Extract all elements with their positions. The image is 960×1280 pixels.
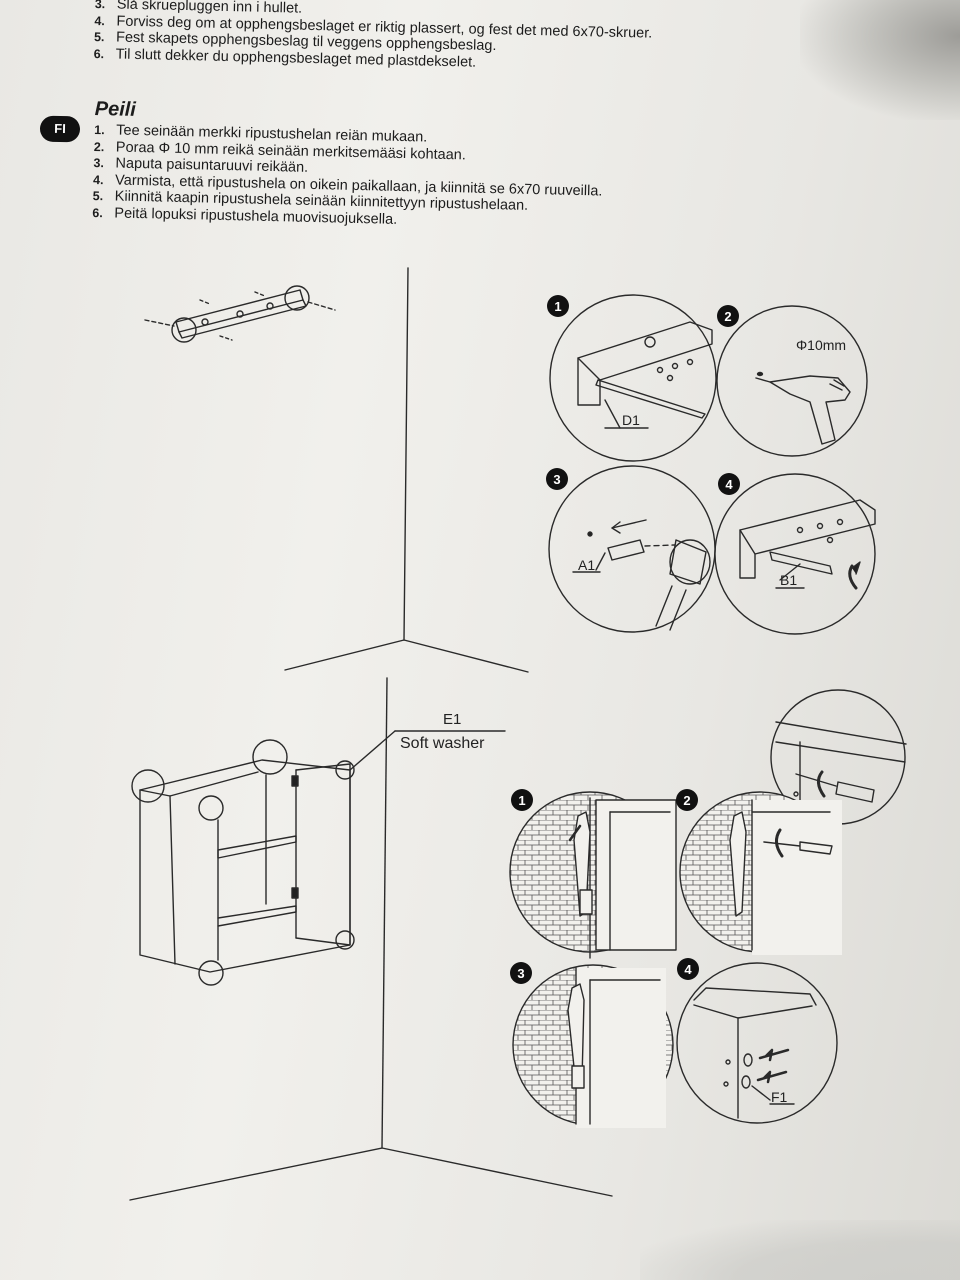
wall-corner-bottom: [129, 677, 613, 1201]
label-d1: D1: [622, 412, 640, 428]
bottom-step-3-badge: 3: [510, 962, 532, 984]
step-number: 3: [517, 966, 524, 981]
callout-text: Soft washer: [400, 735, 485, 752]
bottom-step-1: [509, 791, 677, 959]
bottom-step-2-badge: 2: [676, 789, 698, 811]
bottom-step-4-badge: 4: [677, 958, 699, 980]
step-4-screws: [714, 473, 876, 635]
bottom-step-1-badge: 1: [511, 789, 533, 811]
label-a1: A1: [578, 557, 595, 573]
soft-washer-callout: E1 Soft washer: [349, 711, 506, 771]
step-1-badge: 1: [547, 295, 569, 317]
label-f1: F1: [771, 1089, 788, 1105]
bottom-step-4: [676, 962, 838, 1124]
step-number: 2: [683, 793, 690, 808]
step-number: 1: [554, 299, 561, 314]
mirror-cabinet: [131, 739, 355, 986]
step-1-mark-holes: [549, 294, 717, 462]
step-number: 4: [725, 477, 733, 492]
step-number: 2: [724, 309, 731, 324]
step-number: 3: [553, 472, 560, 487]
step-2-badge: 2: [717, 305, 739, 327]
wall-corner-top: [284, 267, 529, 673]
callout-code: E1: [443, 711, 461, 728]
step-2-drill: [716, 305, 868, 457]
step-3-badge: 3: [546, 468, 568, 490]
step-3-anchor: [548, 465, 716, 633]
label-b1: B1: [780, 572, 797, 588]
step-4-badge: 4: [718, 473, 740, 495]
label-drill-diameter: Φ10mm: [796, 337, 846, 353]
step-number: 1: [518, 793, 525, 808]
step-number: 4: [684, 962, 692, 977]
plastic-wrap: [640, 1220, 960, 1280]
bottom-step-2: [679, 791, 842, 955]
paper-shadow: [800, 0, 960, 120]
wall-bracket-overview: [144, 285, 336, 343]
bottom-step-3: [512, 964, 674, 1128]
